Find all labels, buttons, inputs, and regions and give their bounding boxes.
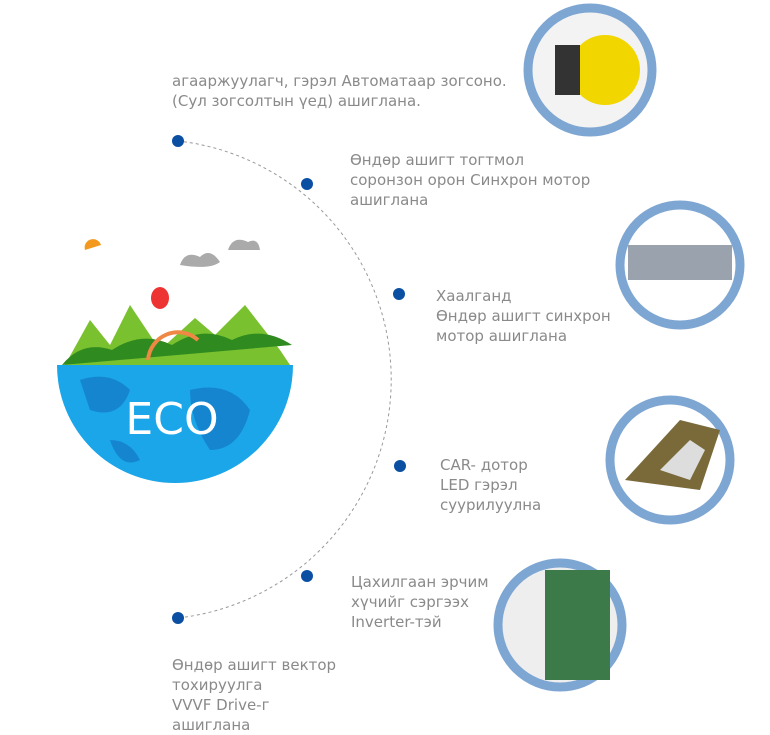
dashed-arc xyxy=(177,140,392,619)
feature-text-1: агааржуулагч, гэрэл Автоматаар зогсоно. … xyxy=(172,72,507,110)
dot-1 xyxy=(172,135,184,147)
led-light-image-circle xyxy=(605,395,735,525)
feature-text-4: CAR- дотор LED гэрэл суурилуулна xyxy=(440,456,542,514)
feature-dots xyxy=(172,135,406,624)
feature-text-2: Өндөр ашигт тогтмол соронзон орон Синхро… xyxy=(350,151,591,209)
feature-text-5: Цахилгаан эрчим хүчийг сэргээх Inverter-… xyxy=(351,573,489,631)
inverter-image-circle xyxy=(493,558,627,692)
globe-icon xyxy=(57,239,293,483)
feature-text-6: Өндөр ашигт вектор тохируулга VVVF Drive… xyxy=(172,656,337,734)
motor-image-circle xyxy=(523,3,657,137)
dot-2 xyxy=(301,178,313,190)
door-operator-image-circle xyxy=(615,200,745,330)
dot-3 xyxy=(393,288,405,300)
dot-4 xyxy=(394,460,406,472)
feature-text-3: Хаалганд Өндөр ашигт синхрон мотор ашигл… xyxy=(436,287,611,345)
dot-5 xyxy=(301,570,313,582)
eco-label: ECO xyxy=(125,394,218,445)
dot-6 xyxy=(172,612,184,624)
